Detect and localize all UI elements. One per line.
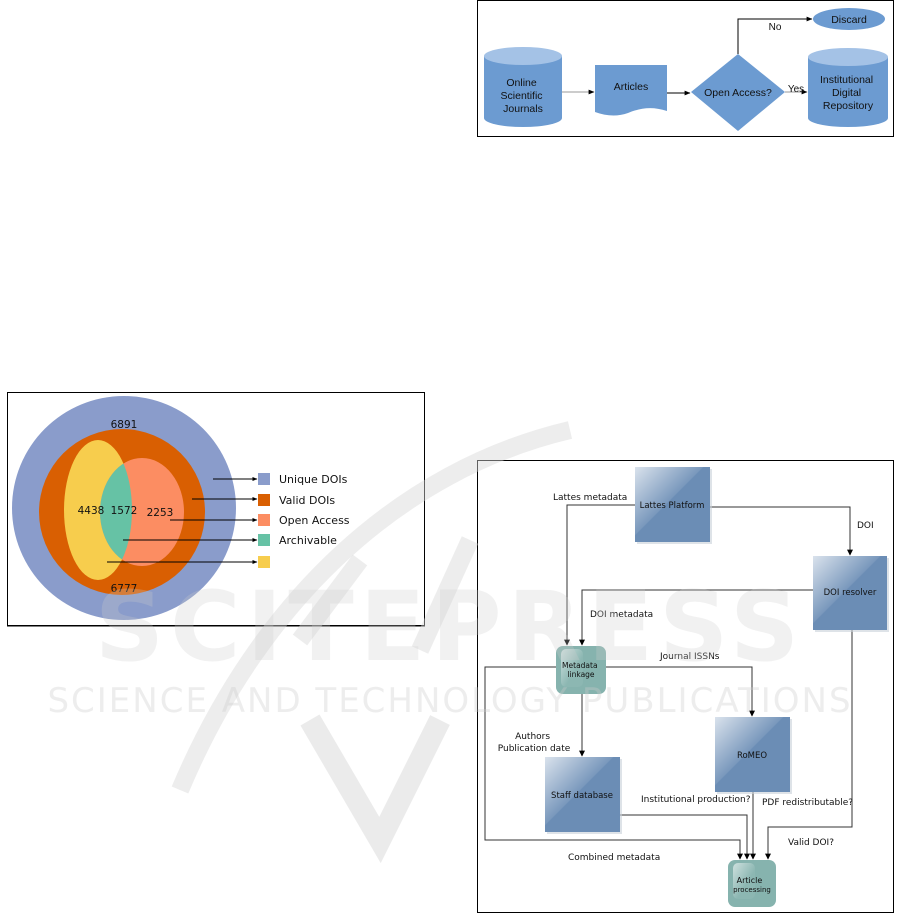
node-open-access-decision: Open Access? [691, 54, 785, 131]
label-line: Metadata [562, 661, 598, 670]
svg-text:Institutional Digital: Institutional Digital Repository [820, 74, 876, 112]
edge-label-doi: DOI [857, 521, 874, 531]
node-romeo: RoMEO [715, 717, 792, 794]
label: Discard [831, 14, 867, 26]
node-discard: Discard [813, 8, 885, 30]
label: Lattes Platform [640, 501, 705, 511]
legend-swatch [258, 556, 270, 568]
count-valid: 6777 [111, 583, 138, 595]
edge-doi-metadata [579, 589, 813, 646]
legend-item: Valid DOIs [258, 494, 335, 507]
legend-label: Unique DOIs [279, 473, 348, 486]
edge-journal-issns [606, 666, 755, 717]
count-unique: 6891 [111, 419, 138, 431]
set-archivable [100, 458, 132, 566]
node-articles: Articles [595, 65, 667, 116]
edge-no [737, 16, 813, 54]
node-article-processing: Article processing [728, 860, 776, 907]
edge-doi [710, 506, 853, 556]
label-line: Digital [832, 87, 861, 99]
label: DOI resolver [824, 588, 877, 598]
legend-item [258, 556, 270, 568]
node-doi-resolver: DOI resolver [813, 556, 889, 632]
label: Staff database [551, 791, 613, 801]
label-line: Online [506, 77, 537, 89]
count-right-only: 2253 [147, 507, 174, 519]
label-line: processing [733, 886, 771, 894]
legend-label: Open Access [279, 514, 350, 527]
legend-item: Open Access [258, 514, 350, 527]
edge-label-pdf-redistributable: PDF redistributable? [762, 798, 853, 808]
svg-text:Online Scientific: Online Scientific Journals [501, 77, 546, 115]
legend-swatch [258, 473, 270, 485]
legend-item: Archivable [258, 534, 337, 547]
legend-item: Unique DOIs [258, 473, 348, 486]
node-metadata-linkage: Metadata linkage [556, 646, 606, 694]
edge-label-lattes-metadata: Lattes metadata [553, 493, 627, 503]
svg-text:Metadata linkage: Metadata linkage [562, 661, 600, 679]
node-online-journals: Online Scientific Journals [484, 47, 562, 127]
edge-label-journal-issns: Journal ISSNs [659, 652, 720, 662]
node-institutional-repository: Institutional Digital Repository [808, 48, 888, 127]
edge-label-combined-metadata: Combined metadata [568, 853, 660, 863]
node-lattes-platform: Lattes Platform [635, 467, 712, 544]
edge-label-doi-metadata: DOI metadata [590, 610, 653, 620]
edge-institutional-production [620, 814, 750, 860]
count-left-only: 4438 [78, 505, 105, 517]
legend-swatch [258, 534, 270, 546]
figure-open-access-flowchart: Online Scientific Journals Articles Open… [477, 0, 894, 137]
edge-label-publication-date: Publication date [498, 744, 571, 754]
edge-label-institutional-production: Institutional production? [641, 795, 751, 805]
label: Articles [614, 81, 648, 93]
edge-label-yes: Yes [788, 84, 804, 95]
legend-swatch [258, 514, 270, 526]
edge-combined-metadata [484, 666, 743, 860]
edge-label-no: No [769, 22, 782, 33]
label-line: Scientific [501, 90, 543, 102]
figure-doi-venn-diagram: 6891 6777 4438 1572 2253 Unique DOIsVali… [7, 392, 425, 627]
label-line: linkage [567, 670, 594, 679]
label-line: Repository [823, 100, 874, 112]
edge-label-authors: Authors [515, 732, 550, 742]
label-line: Journals [503, 103, 543, 115]
count-intersection: 1572 [111, 505, 138, 517]
node-staff-database: Staff database [545, 757, 622, 834]
legend-label: Archivable [279, 534, 337, 547]
label-line: Article [737, 876, 763, 885]
edge-lattes-metadata [564, 504, 635, 646]
label: RoMEO [737, 751, 767, 761]
figure-metadata-pipeline: Lattes metadata DOI DOI metadata Journal… [477, 460, 894, 913]
edge-label-valid-doi: Valid DOI? [788, 838, 834, 848]
legend-label: Valid DOIs [279, 494, 335, 507]
label: Open Access? [704, 87, 772, 99]
legend-swatch [258, 494, 270, 506]
svg-text:Authors Publication date: Authors Publication date [498, 732, 571, 754]
svg-text:Article processing: Article processing [733, 868, 771, 894]
edge-valid-doi [765, 630, 853, 860]
label-line: Institutional [820, 74, 873, 86]
